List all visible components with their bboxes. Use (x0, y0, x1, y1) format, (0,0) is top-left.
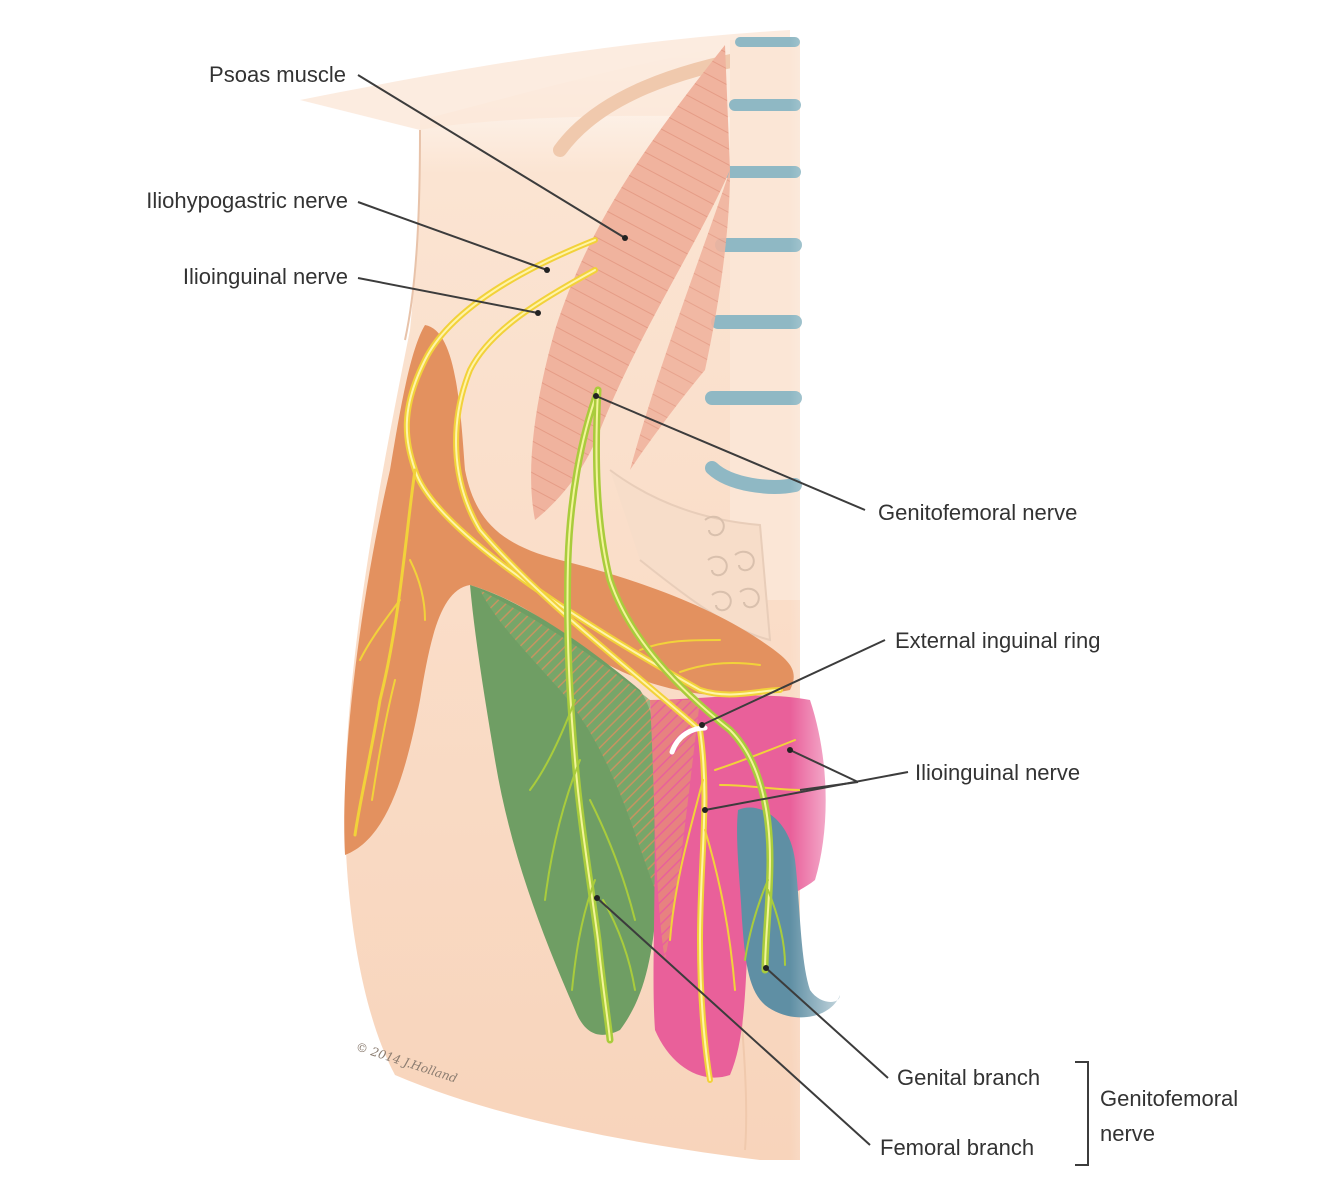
labels: Psoas muscle Iliohypogastric nerve Ilioi… (146, 62, 1238, 1160)
label-psoas-muscle: Psoas muscle (209, 62, 346, 87)
genitofemoral-nerve-path (529, 386, 786, 1044)
label-genitofemoral-nerve: Genitofemoral nerve (878, 500, 1077, 525)
label-iliohypogastric-nerve: Iliohypogastric nerve (146, 188, 348, 213)
vertebral-column (609, 37, 802, 642)
label-genital-branch: Genital branch (897, 1065, 1040, 1090)
label-external-inguinal-ring: External inguinal ring (895, 628, 1100, 653)
psoas-muscle (531, 45, 730, 520)
label-genitofemoral-group-line2: nerve (1100, 1121, 1155, 1146)
label-ilioinguinal-nerve-lower: Ilioinguinal nerve (915, 760, 1080, 785)
label-ilioinguinal-nerve-upper: Ilioinguinal nerve (183, 264, 348, 289)
leader-lines (357, 74, 1089, 1166)
external-inguinal-ring (669, 725, 708, 755)
iliohypogastric-nerve-path (353, 237, 783, 837)
label-femoral-branch: Femoral branch (880, 1135, 1034, 1160)
ilioinguinal-zone (650, 695, 826, 1078)
label-genitofemoral-group-line1: Genitofemoral (1100, 1086, 1238, 1111)
